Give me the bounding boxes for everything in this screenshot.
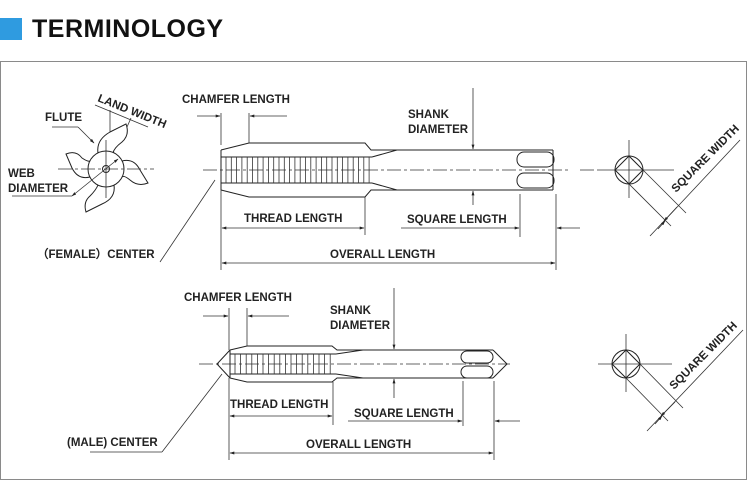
section-header: TERMINOLOGY — [0, 14, 224, 44]
label-web-diameter-line2: DIAMETER — [8, 183, 69, 195]
label-shank-diameter-line2: DIAMETER — [408, 124, 469, 136]
label-flute: FLUTE — [45, 112, 82, 124]
cross-section-view: LAND WIDTH FLUTE WEB DIAMETER — [8, 93, 168, 213]
label-chamfer-length: CHAMFER LENGTH — [182, 94, 290, 106]
label-square-length-male: SQUARE LENGTH — [354, 408, 454, 420]
label-square-length: SQUARE LENGTH — [407, 214, 507, 226]
label-female-center: （FEMALE）CENTER — [37, 247, 155, 261]
label-shank-diameter-male-line1: SHANK — [330, 305, 372, 317]
label-web-diameter-line1: WEB — [8, 168, 35, 180]
page-title: TERMINOLOGY — [32, 14, 224, 43]
label-overall-length: OVERALL LENGTH — [330, 249, 435, 261]
label-square-width-bottom: SQUARE WIDTH — [668, 320, 740, 392]
label-chamfer-length-male: CHAMFER LENGTH — [184, 292, 292, 304]
flute-cross-section-shape — [58, 123, 154, 213]
land-width-dimension-line — [94, 104, 149, 128]
thread-ticks — [225, 157, 370, 183]
label-thread-length: THREAD LENGTH — [244, 213, 342, 225]
square-end-view-top: SQUARE WIDTH — [580, 123, 742, 237]
label-thread-length-male: THREAD LENGTH — [230, 399, 328, 411]
male-tap-view: CHAMFER LENGTH SHANK DIAMETER THREAD LEN… — [67, 288, 520, 460]
label-land-width: LAND WIDTH — [96, 93, 168, 131]
thread-ticks — [234, 354, 331, 374]
label-overall-length-male: OVERALL LENGTH — [306, 439, 411, 451]
header-accent-square — [0, 18, 22, 40]
female-tap-view: CHAMFER LENGTH SHANK DIAMETER THREAD LEN… — [37, 88, 580, 270]
label-square-width-top: SQUARE WIDTH — [670, 123, 742, 195]
square-end-view-bottom: SQUARE WIDTH — [598, 320, 744, 432]
label-shank-diameter-male-line2: DIAMETER — [330, 320, 391, 332]
diagram-frame — [0, 61, 747, 480]
label-male-center: (MALE) CENTER — [67, 437, 158, 449]
label-shank-diameter-line1: SHANK — [408, 109, 450, 121]
